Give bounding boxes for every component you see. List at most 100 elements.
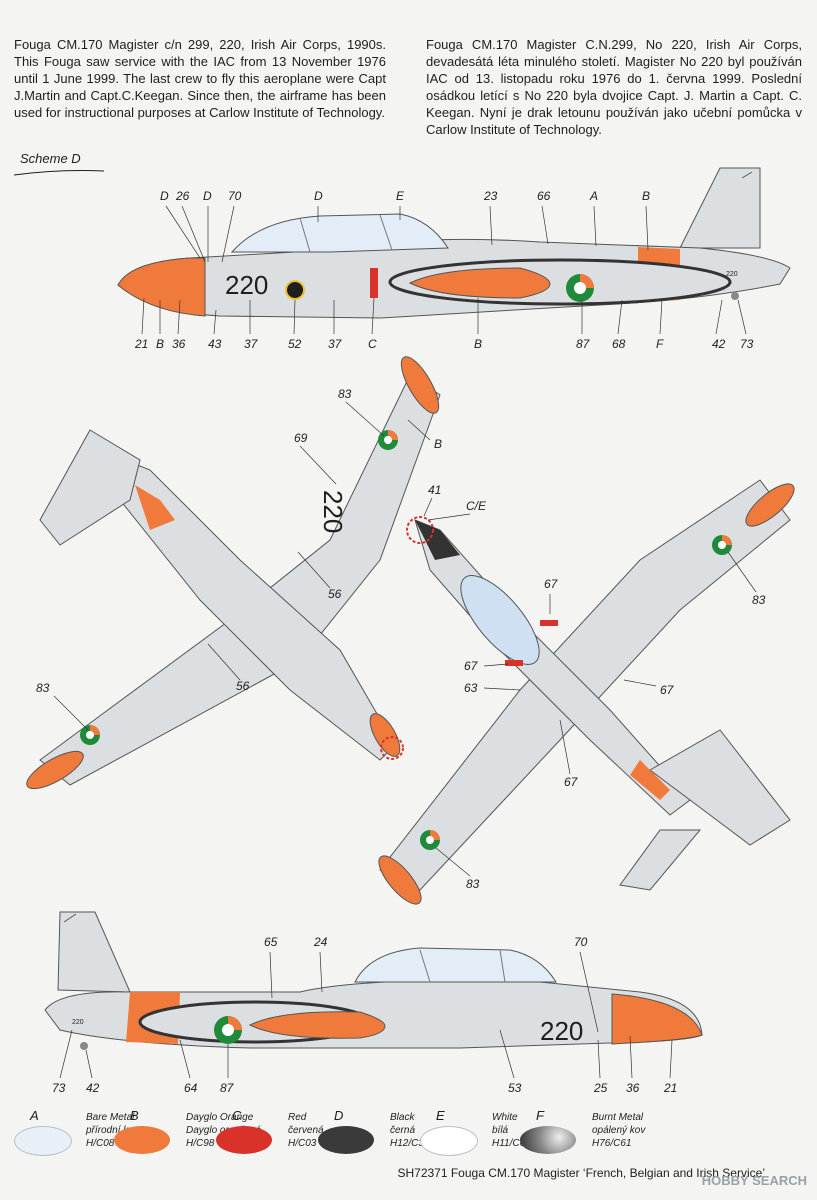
left-plan-tail — [39, 429, 141, 546]
plan-right-callout-c-e: C/E — [466, 499, 487, 513]
side-top-callouts: D 26 D 70 D E 23 66 A B 21 B 36 43 37 52… — [134, 189, 754, 351]
intro-czech: Fouga CM.170 Magister C.N.299, No 220, I… — [426, 37, 802, 137]
legend-letter: C — [232, 1108, 242, 1123]
legend-name-cz: přírodní kov — [86, 1125, 139, 1136]
squadron-badge — [285, 280, 305, 300]
roundel-plan-right-1 — [712, 535, 732, 555]
callout-42: 42 — [712, 337, 726, 351]
legend-letter: A — [30, 1108, 39, 1123]
legend-swatch — [14, 1126, 72, 1156]
hobby-search-watermark: HOBBY SEARCH — [701, 1173, 807, 1188]
roundel-side-top — [566, 274, 594, 302]
callout-87-bottom: 87 — [220, 1081, 235, 1095]
plan-right-callout-83-1: 83 — [752, 593, 766, 607]
kit-title-footer: SH72371 Fouga CM.170 Magister ‘French, B… — [397, 1166, 765, 1180]
scheme-underline — [14, 170, 104, 176]
legend-code: H76/C61 — [592, 1138, 632, 1149]
callout-d-3: D — [314, 189, 323, 203]
legend-letter: B — [130, 1108, 139, 1123]
legend-letter: F — [536, 1108, 544, 1123]
tail-fin — [679, 167, 761, 249]
callout-70: 70 — [228, 189, 242, 203]
callout-87: 87 — [576, 337, 591, 351]
red-panel — [370, 268, 378, 298]
legend-name-en: White — [492, 1112, 518, 1123]
callout-b-top: B — [642, 189, 650, 203]
painting-diagrams: 220 220 D 26 D 70 D E 23 66 A B 21 B 36 … — [26, 167, 795, 1095]
plan-left-callout-69: 69 — [294, 431, 308, 445]
callout-b-2: B — [474, 337, 482, 351]
roundel-plan-left-2 — [80, 725, 100, 745]
legend-code: H11/C62 — [492, 1138, 531, 1149]
scheme-label: Scheme D — [20, 151, 81, 166]
tail-code-side-top: 220 — [726, 271, 738, 278]
callout-26: 26 — [175, 189, 190, 203]
legend-name-cz: červená — [288, 1125, 324, 1136]
side-view-top: 220 220 — [117, 167, 791, 319]
legend-code: H/C03 — [288, 1138, 317, 1149]
plan-right-callout-63: 63 — [464, 681, 478, 695]
legend-code: H12/C33 — [390, 1138, 430, 1149]
callout-d-2: D — [203, 189, 212, 203]
plan-right-callout-41: 41 — [428, 483, 441, 497]
plan-right-callout-67-4: 67 — [564, 775, 579, 789]
aircraft-code-side-top: 220 — [225, 270, 268, 300]
plan-left-callout-56-1: 56 — [328, 587, 342, 601]
plan-view-left: 220 83 B 69 56 56 83 — [26, 356, 442, 790]
legend-code: H/C08 — [86, 1138, 115, 1149]
legend-name-cz: opálený kov — [592, 1125, 646, 1136]
callout-b-1: B — [156, 337, 164, 351]
callout-66: 66 — [537, 189, 551, 203]
legend-swatch — [216, 1126, 272, 1154]
legend-name-en: Burnt Metal — [592, 1112, 644, 1123]
callout-f: F — [656, 337, 664, 351]
plan-right-callout-67-3: 67 — [660, 683, 675, 697]
plan-right-callout-67-1: 67 — [544, 577, 559, 591]
callout-65: 65 — [264, 935, 278, 949]
tail-fin-bottom — [57, 911, 131, 993]
callout-e: E — [396, 189, 405, 203]
callout-68: 68 — [612, 337, 626, 351]
plan-left-callout-b: B — [434, 437, 442, 451]
callout-73-bottom: 73 — [52, 1081, 66, 1095]
plan-view-right: 41 C/E 83 67 67 63 67 67 83 — [378, 479, 795, 905]
right-plan-tail — [649, 729, 791, 846]
canopy — [230, 213, 449, 253]
callout-21: 21 — [134, 337, 148, 351]
callout-70-bottom: 70 — [574, 935, 588, 949]
legend-swatch — [318, 1126, 374, 1154]
callout-43: 43 — [208, 337, 222, 351]
callout-73: 73 — [740, 337, 754, 351]
legend-name-en: Red — [288, 1112, 307, 1123]
callout-42-bottom: 42 — [86, 1081, 100, 1095]
callout-d-1: D — [160, 189, 169, 203]
legend-letter: D — [334, 1108, 344, 1123]
callout-24: 24 — [313, 935, 328, 949]
legend-name-en: Bare Metal — [86, 1112, 135, 1123]
drop-tank — [408, 267, 551, 299]
intro-english: Fouga CM.170 Magister c/n 299, 220, Iris… — [14, 37, 386, 120]
callout-c: C — [368, 337, 377, 351]
side-bottom-callouts: 65 24 70 73 42 64 87 53 25 36 21 — [52, 935, 677, 1095]
callout-23: 23 — [483, 189, 498, 203]
aircraft-code-plan-left: 220 — [318, 490, 348, 533]
callout-64: 64 — [184, 1081, 198, 1095]
plan-left-callout-83: 83 — [338, 387, 352, 401]
roundel-side-bottom — [214, 1016, 242, 1044]
roundel-plan-right-2 — [420, 830, 440, 850]
callout-37-1: 37 — [244, 337, 259, 351]
legend-swatch — [520, 1126, 576, 1154]
legend-name-cz: bílá — [492, 1125, 509, 1136]
legend-swatch — [420, 1126, 478, 1156]
callout-37-2: 37 — [328, 337, 343, 351]
plan-left-callout-56-2: 56 — [236, 679, 250, 693]
legend-name-cz: černá — [390, 1125, 416, 1136]
legend-name-en: Dayglo Orange — [186, 1112, 254, 1123]
nose-orange — [117, 257, 206, 317]
side-view-bottom: 220 220 — [44, 911, 703, 1050]
aircraft-code-side-bottom: 220 — [540, 1016, 583, 1046]
callout-36: 36 — [172, 337, 186, 351]
callout-53: 53 — [508, 1081, 522, 1095]
callout-21-bottom: 21 — [663, 1081, 677, 1095]
